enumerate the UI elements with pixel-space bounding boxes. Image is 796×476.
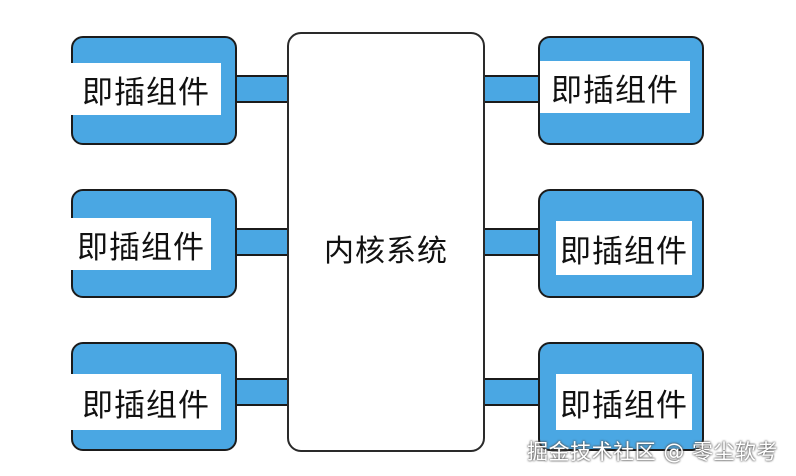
connector-right-1 [484, 75, 540, 103]
core-system-box: 内核系统 [287, 32, 485, 452]
plugin-left-3: 即插组件 [71, 342, 237, 451]
plugin-label: 即插组件 [71, 218, 211, 270]
plugin-label: 即插组件 [556, 221, 692, 275]
plugin-left-2: 即插组件 [71, 189, 237, 298]
connector-left-3 [235, 378, 289, 406]
plugin-left-1: 即插组件 [71, 36, 237, 145]
connector-right-2 [484, 228, 540, 256]
plugin-right-3: 即插组件 [538, 342, 704, 451]
connector-right-3 [484, 378, 540, 406]
connector-left-1 [235, 75, 289, 103]
plugin-label: 即插组件 [540, 61, 690, 113]
plugin-right-1: 即插组件 [538, 36, 704, 145]
plugin-label: 即插组件 [556, 374, 692, 430]
connector-left-2 [235, 228, 289, 256]
plugin-label: 即插组件 [71, 374, 221, 430]
watermark-text: 掘金技术社区 @ 零尘软考 [527, 440, 778, 464]
plugin-label: 即插组件 [71, 63, 221, 115]
plugin-right-2: 即插组件 [538, 189, 704, 298]
core-system-label: 内核系统 [324, 234, 448, 269]
